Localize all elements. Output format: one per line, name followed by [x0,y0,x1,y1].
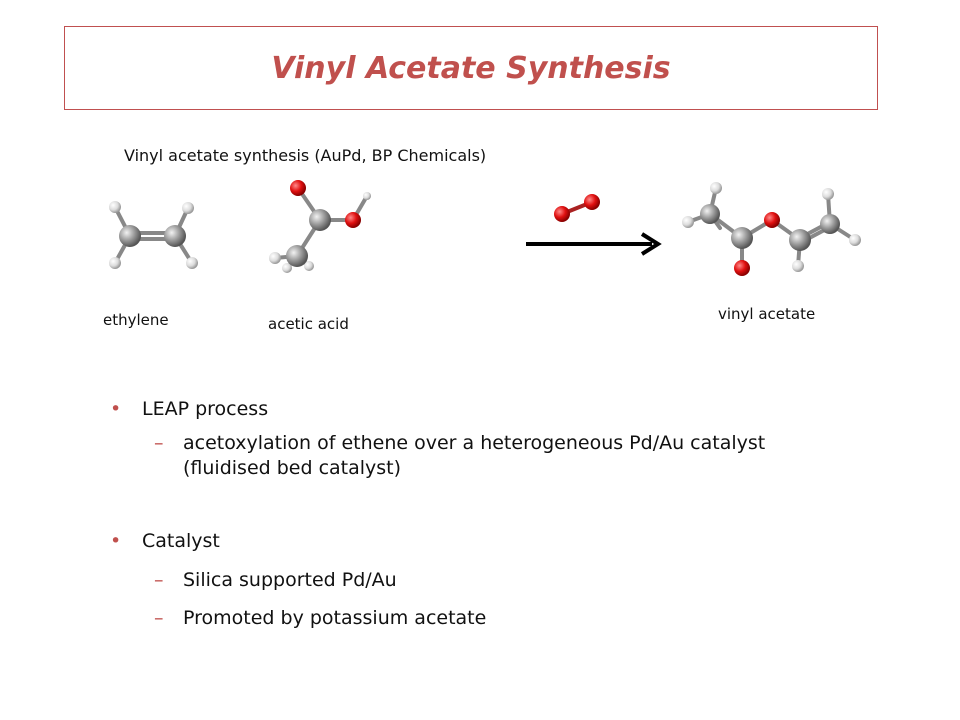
sub-bullet-silica: – Silica supported Pd/Au [154,568,397,591]
acetic-acid-molecule-image [269,180,371,273]
reaction-subtitle: Vinyl acetate synthesis (AuPd, BP Chemic… [124,146,487,165]
vinyl-acetate-label: vinyl acetate [718,305,816,323]
sub-bullet-promoted: – Promoted by potassium acetate [154,607,487,630]
sub-bullet-text: Silica supported Pd/Au [183,568,397,591]
bullet-leap-process: • LEAP process [110,398,269,420]
bullet-catalyst: • Catalyst [110,529,220,552]
bullet-list: • LEAP process – acetoxylation of ethene… [110,397,830,632]
ethylene-molecule-image [109,201,198,269]
sub-bullet-text: Promoted by potassium acetate [183,607,487,630]
sub-bullet-acetoxylation: – acetoxylation of ethene over a heterog… [154,431,766,480]
slide-title: Vinyl Acetate Synthesis [271,50,671,86]
ethylene-label: ethylene [103,311,169,329]
title-box: Vinyl Acetate Synthesis [64,26,878,110]
oxygen-molecule-image [554,194,600,222]
bullet-text: Catalyst [142,529,220,552]
sub-bullet-text: acetoxylation of ethene over a heterogen… [183,431,766,480]
reaction-arrow [526,232,662,256]
bullet-text: LEAP process [142,398,269,420]
vinyl-acetate-molecule-image [682,182,861,276]
acetic-acid-label: acetic acid [268,315,349,333]
